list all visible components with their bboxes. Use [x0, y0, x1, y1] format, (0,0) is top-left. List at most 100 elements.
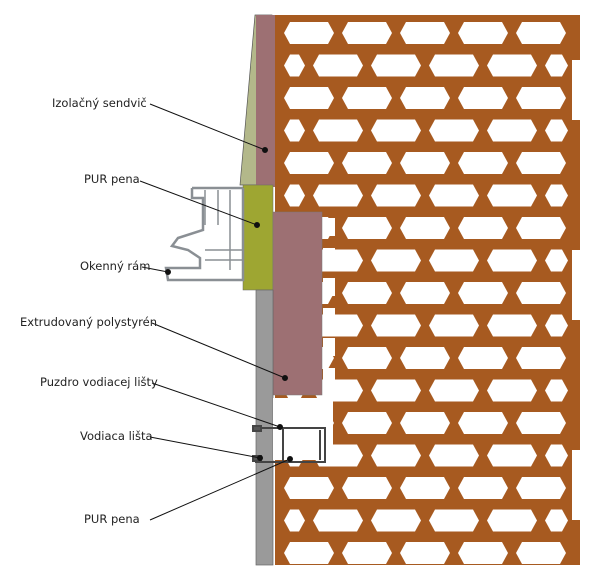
brick-hole [342, 22, 392, 44]
brick-hole [284, 542, 334, 564]
brick-hole [371, 444, 421, 467]
brick-hole [545, 509, 568, 532]
brick-hole [342, 87, 392, 109]
brick-hole [516, 412, 566, 434]
label-pur-foam-top: PUR pena [84, 172, 140, 186]
brick-hole [284, 184, 305, 207]
leader-lines [139, 103, 293, 521]
brick-hole [284, 87, 334, 109]
brick-hole [313, 119, 363, 142]
brick-hole [342, 412, 392, 434]
brick-hole [516, 282, 566, 304]
brick-hole [429, 54, 479, 77]
brick-hole [545, 249, 568, 272]
brick-hole [487, 379, 537, 402]
brick-hole [429, 379, 479, 402]
brick-hole [342, 477, 392, 499]
brick-hole [400, 412, 450, 434]
brick-small-hole [323, 218, 335, 236]
label-window-frame: Okenný rám [80, 259, 151, 273]
label-pur-foam-bottom: PUR pena [84, 512, 140, 526]
brick-hole [342, 347, 392, 369]
brick-hole [458, 282, 508, 304]
brick-small-hole [323, 308, 335, 326]
brick-hole [400, 87, 450, 109]
brick-hole [284, 477, 334, 499]
brick-hole [458, 152, 508, 174]
brick-hole [545, 444, 568, 467]
brick-hole [342, 542, 392, 564]
brick-small-hole [323, 248, 335, 266]
pur-foam-top [242, 184, 274, 291]
brick-hole [284, 54, 305, 77]
extruded-polystyrene [272, 211, 323, 396]
brick-hole [487, 249, 537, 272]
brick-hole [371, 314, 421, 337]
brick-hole [487, 119, 537, 142]
brick-hole [516, 152, 566, 174]
brick-hole [487, 314, 537, 337]
brick-hole [342, 282, 392, 304]
label-insulation-sandwich: Izolačný sendvič [52, 96, 147, 110]
guide-rail [252, 425, 326, 463]
insulation-sandwich [256, 15, 275, 187]
brick-hole [313, 509, 363, 532]
brick-hole [371, 54, 421, 77]
brick-hole [429, 184, 479, 207]
brick-hole [458, 22, 508, 44]
brick-hole [516, 217, 566, 239]
brick-hole [545, 314, 568, 337]
brick-hole [371, 119, 421, 142]
brick-hole [342, 217, 392, 239]
brick-hole [487, 509, 537, 532]
brick-hole [342, 152, 392, 174]
brick-hole [400, 477, 450, 499]
brick-hole [516, 477, 566, 499]
window-frame [164, 186, 245, 282]
label-xps: Extrudovaný polystyrén [20, 315, 158, 329]
brick-hole [284, 119, 305, 142]
brick-hole [516, 542, 566, 564]
brick-hole [458, 542, 508, 564]
brick-hole [400, 542, 450, 564]
brick-hole [371, 249, 421, 272]
brick-hole [429, 509, 479, 532]
brick-hole [284, 22, 334, 44]
brick-small-hole [323, 278, 335, 296]
brick-hole [371, 509, 421, 532]
brick-hole [313, 184, 363, 207]
brick-hole [516, 87, 566, 109]
brick-hole [487, 444, 537, 467]
brick-hole [516, 347, 566, 369]
brick-hole [545, 119, 568, 142]
brick-hole [371, 184, 421, 207]
brick-small-hole [323, 368, 335, 386]
brick-hole [400, 22, 450, 44]
brick-hole [400, 217, 450, 239]
brick-hole [487, 184, 537, 207]
brick-hole [371, 379, 421, 402]
brick-hole [284, 152, 334, 174]
brick-hole [429, 314, 479, 337]
brick-hole [400, 282, 450, 304]
brick-hole [313, 54, 363, 77]
brick-block [275, 15, 580, 565]
brick-hole [458, 412, 508, 434]
brick-hole [429, 249, 479, 272]
brick-hole [545, 54, 568, 77]
brick-hole [458, 347, 508, 369]
brick-hole [516, 22, 566, 44]
brick-hole [545, 184, 568, 207]
brick-hole [487, 54, 537, 77]
label-guide-rail: Vodiaca lišta [80, 429, 153, 443]
brick-hole [429, 119, 479, 142]
brick-hole [429, 444, 479, 467]
brick-hole [458, 217, 508, 239]
brick-hole [400, 347, 450, 369]
brick-hole [458, 87, 508, 109]
brick-hole [284, 509, 305, 532]
brick-hole [458, 477, 508, 499]
brick-small-hole [323, 338, 335, 356]
